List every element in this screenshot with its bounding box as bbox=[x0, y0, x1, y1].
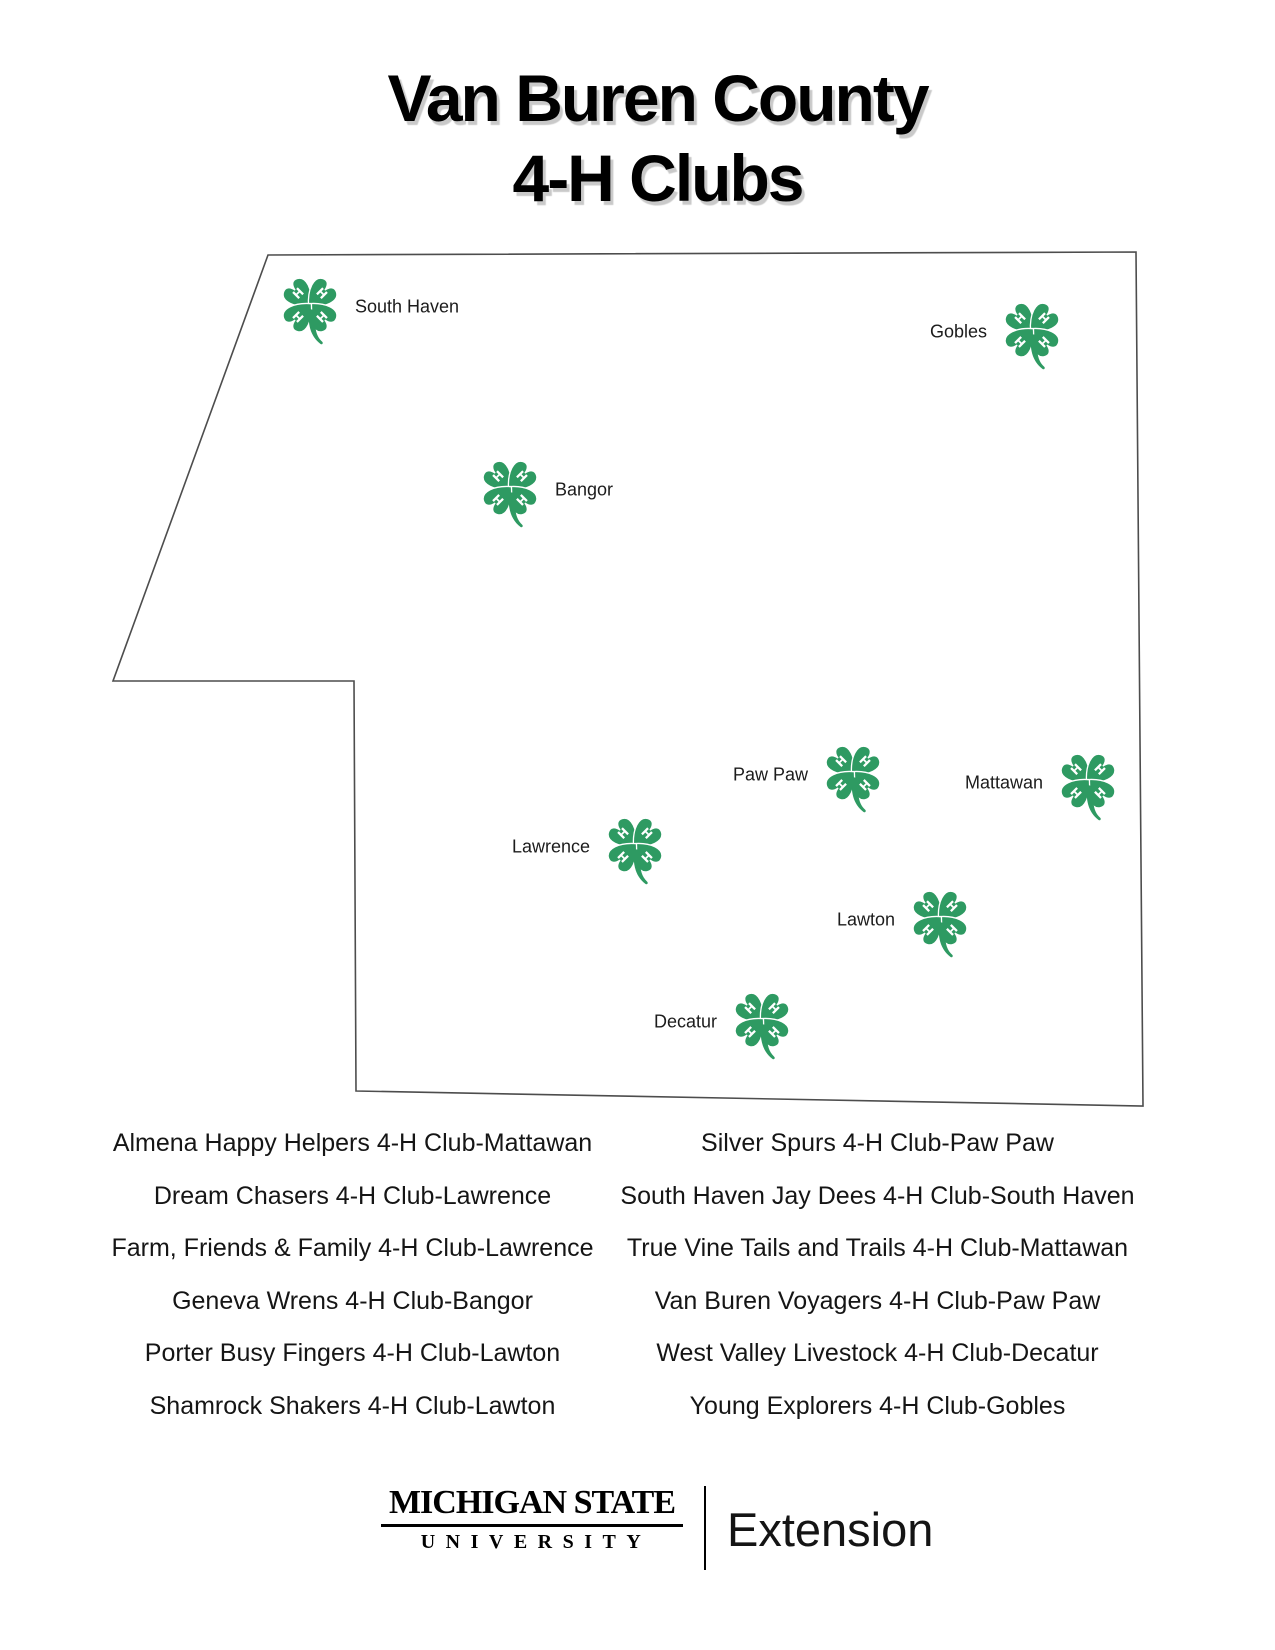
club-list-item: West Valley Livestock 4-H Club-Decatur bbox=[656, 1339, 1099, 1367]
msu-wordmark-line2: UNIVERSITY bbox=[420, 1531, 652, 1553]
town-label: Gobles bbox=[929, 321, 987, 342]
msu-rule bbox=[381, 1524, 683, 1527]
club-list-item: Farm, Friends & Family 4-H Club-Lawrence bbox=[111, 1234, 594, 1262]
club-list-item: True Vine Tails and Trails 4-H Club-Matt… bbox=[626, 1234, 1129, 1262]
msu-logo: MICHIGAN STATE UNIVERSITY bbox=[381, 1484, 683, 1557]
club-list-item: Porter Busy Fingers 4-H Club-Lawton bbox=[144, 1339, 561, 1367]
msu-wordmark-line1: MICHIGAN STATE bbox=[388, 1484, 676, 1521]
town-label: South Haven bbox=[355, 296, 460, 317]
town-label: Decatur bbox=[653, 1011, 717, 1032]
club-list-item: Silver Spurs 4-H Club-Paw Paw bbox=[701, 1129, 1054, 1157]
club-list-item: Almena Happy Helpers 4-H Club-Mattawan bbox=[112, 1129, 593, 1157]
county-outline bbox=[111, 251, 1144, 1107]
club-list-item: Shamrock Shakers 4-H Club-Lawton bbox=[149, 1391, 556, 1420]
msu-divider bbox=[704, 1486, 706, 1570]
club-list-item: South Haven Jay Dees 4-H Club-South Have… bbox=[620, 1181, 1135, 1210]
title-line-1: Van Buren County bbox=[387, 61, 929, 135]
town-label: Paw Paw bbox=[732, 764, 808, 785]
town-label: Lawton bbox=[836, 909, 895, 930]
town-label: Mattawan bbox=[964, 772, 1043, 793]
club-list-item: Dream Chasers 4-H Club-Lawrence bbox=[153, 1181, 552, 1210]
club-list-item: Geneva Wrens 4-H Club-Bangor bbox=[172, 1286, 533, 1315]
club-list-item: Young Explorers 4-H Club-Gobles bbox=[689, 1391, 1066, 1420]
extension-wordmark: Extension bbox=[727, 1503, 934, 1556]
town-label: Lawrence bbox=[511, 836, 590, 857]
poster-title: Van Buren County 4-H Clubs bbox=[0, 58, 1275, 218]
town-label: Bangor bbox=[555, 479, 614, 500]
title-line-2: 4-H Clubs bbox=[512, 141, 804, 215]
club-list-item: Van Buren Voyagers 4-H Club-Paw Paw bbox=[654, 1286, 1101, 1315]
